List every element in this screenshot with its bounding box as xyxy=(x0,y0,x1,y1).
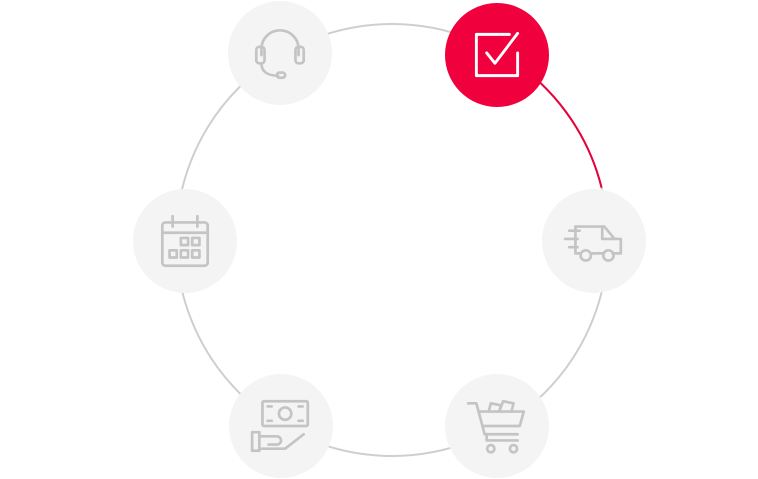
step-payment[interactable] xyxy=(229,374,333,478)
shopping-cart-icon xyxy=(464,393,530,459)
delivery-van-icon xyxy=(561,208,627,274)
step-support[interactable] xyxy=(228,1,332,105)
cash-in-hand-icon xyxy=(248,393,314,459)
calendar-icon xyxy=(152,208,218,274)
step-delivery[interactable] xyxy=(542,189,646,293)
step-confirm[interactable] xyxy=(445,3,549,107)
step-cart[interactable] xyxy=(445,374,549,478)
headset-icon xyxy=(247,20,313,86)
checkbox-check-icon xyxy=(464,22,530,88)
step-schedule[interactable] xyxy=(133,189,237,293)
